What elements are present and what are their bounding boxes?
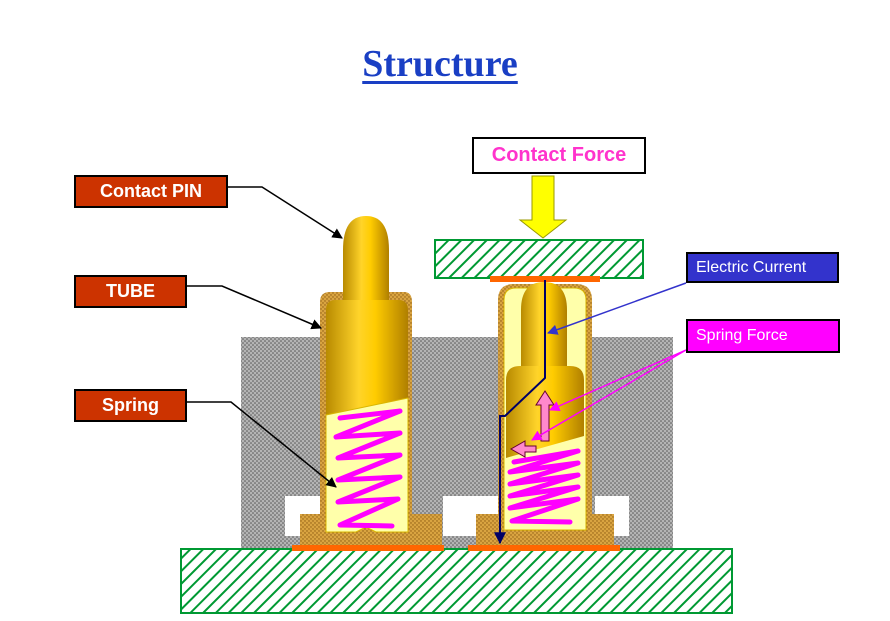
slide-title: Structure <box>362 43 518 85</box>
spring-label: Spring <box>74 389 187 422</box>
right-spring <box>507 448 581 525</box>
contact-force-label: Contact Force <box>472 137 646 174</box>
electric-current-leader <box>547 282 687 335</box>
contact-pin-leader <box>228 186 343 239</box>
spring-force-leader-1 <box>549 349 687 411</box>
bottom-board <box>180 548 733 614</box>
electric-current-path <box>494 280 546 545</box>
electric-current-label: Electric Current <box>686 252 839 283</box>
top-contact-pad <box>490 276 600 282</box>
left-spring <box>333 408 403 529</box>
contact-force-arrow <box>518 175 568 239</box>
tube-leader <box>187 285 322 330</box>
top-board <box>434 239 644 279</box>
contact-pin-label: Contact PIN <box>74 175 228 208</box>
tube-label: TUBE <box>74 275 187 308</box>
spring-leader <box>187 401 337 488</box>
spring-force-leader-2 <box>531 349 687 441</box>
spring-force-label: Spring Force <box>686 319 840 353</box>
